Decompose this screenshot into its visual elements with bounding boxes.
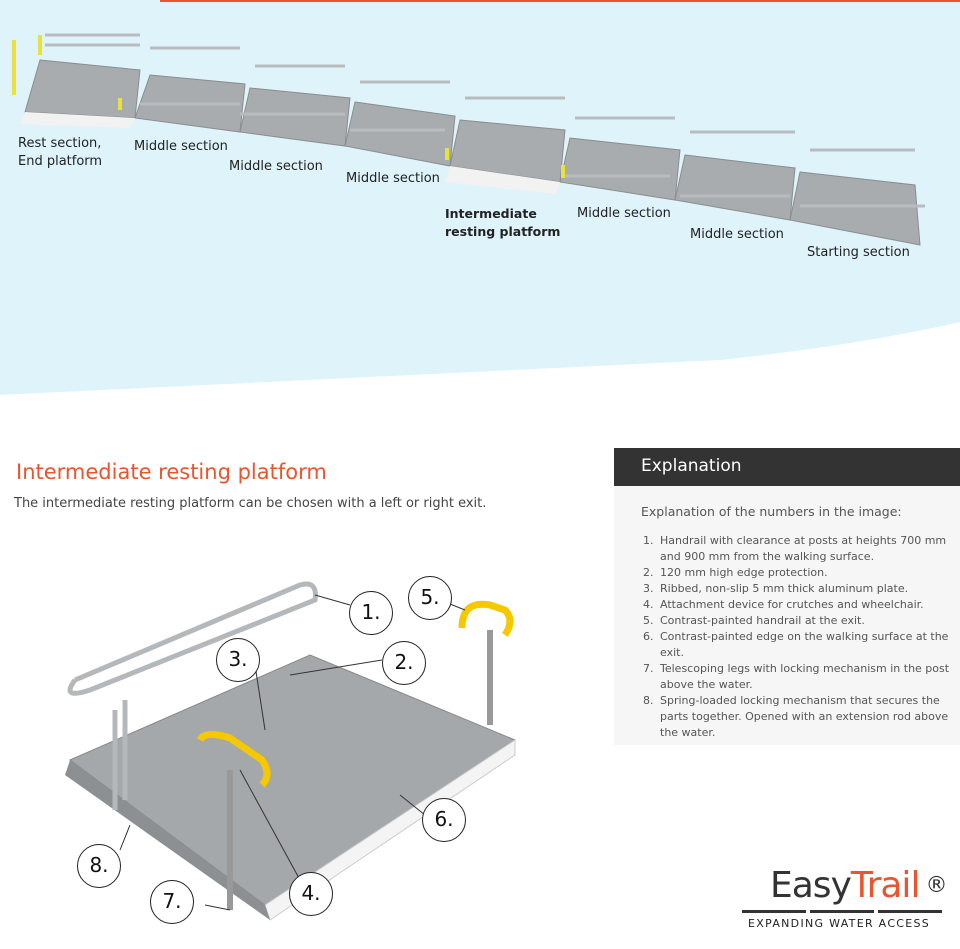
label-middle-section: Middle section [346, 171, 440, 186]
section-title: Intermediate resting platform [16, 460, 327, 484]
easytrail-logo: EasyTrail® EXPANDING WATER ACCESS [742, 866, 947, 930]
label-middle-section: Middle section [134, 139, 228, 154]
list-item: Contrast-painted edge on the walking sur… [657, 629, 950, 661]
explanation-panel: Explanation Explanation of the numbers i… [614, 448, 960, 745]
callout-4: 4. [289, 872, 333, 916]
label-end-platform: Rest section,End platform [18, 136, 103, 169]
list-item: 120 mm high edge protection. [657, 565, 950, 581]
label-middle-section: Middle section [690, 227, 784, 242]
logo-tagline: EXPANDING WATER ACCESS [748, 917, 931, 930]
list-item: Attachment device for crutches and wheel… [657, 597, 950, 613]
ramp-overview: Rest section,End platform Middle section… [0, 0, 960, 400]
ramp-overview-illustration [0, 0, 960, 395]
explanation-list: Handrail with clearance at posts at heig… [657, 533, 950, 741]
callout-8: 8. [77, 844, 121, 888]
accent-line [160, 0, 960, 2]
list-item: Handrail with clearance at posts at heig… [657, 533, 950, 565]
callout-3: 3. [216, 638, 260, 682]
callout-1: 1. [349, 591, 393, 635]
list-item: Telescoping legs with locking mechanism … [657, 661, 950, 693]
callout-7: 7. [150, 880, 194, 924]
section-subtitle: The intermediate resting platform can be… [14, 496, 487, 511]
explanation-header: Explanation [614, 448, 960, 486]
explanation-intro: Explanation of the numbers in the image: [641, 504, 902, 519]
list-item: Ribbed, non-slip 5 mm thick aluminum pla… [657, 581, 950, 597]
list-item: Spring-loaded locking mechanism that sec… [657, 693, 950, 741]
label-middle-section: Middle section [577, 206, 671, 221]
label-starting-section: Starting section [807, 245, 910, 260]
callout-2: 2. [382, 641, 426, 685]
callout-5: 5. [408, 576, 452, 620]
platform-illustration [65, 581, 517, 921]
callout-6: 6. [422, 798, 466, 842]
label-middle-section: Middle section [229, 159, 323, 174]
list-item: Contrast-painted handrail at the exit. [657, 613, 950, 629]
